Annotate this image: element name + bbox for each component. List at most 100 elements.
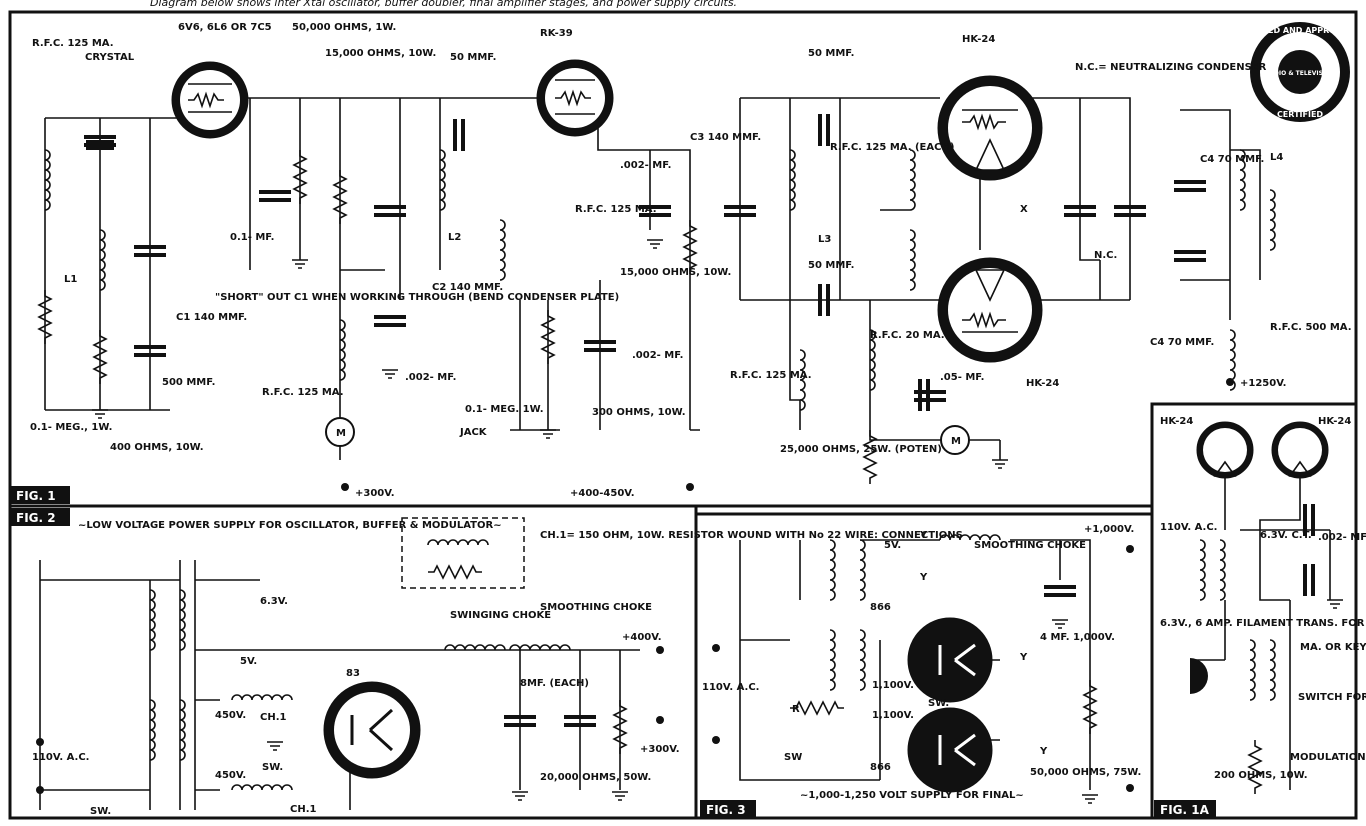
fig3-label-866a: 866 — [870, 602, 891, 613]
label-nc-note: N.C.= NEUTRALIZING CONDENSER — [1075, 62, 1267, 73]
fig2-label-ch1a: CH.1 — [260, 712, 287, 723]
label-rfc-4: R.F.C. 125 MA. — [730, 370, 812, 381]
fig3-label-1100a: 1,100V. — [872, 680, 914, 691]
label-r15k-2: 15,000 OHMS, 10W. — [620, 267, 731, 278]
fig2-schematic: FIG. 2 ~LOW VOLTAGE POWER SUPPLY FOR OSC… — [10, 508, 963, 817]
fig3-label-sw: SW. — [928, 698, 949, 709]
label-rfc-20: R.F.C. 20 MA. — [870, 330, 945, 341]
fig3-label-y4: Y — [1039, 746, 1048, 757]
fig2-label-83: 83 — [346, 668, 360, 679]
label-c50b: 50 MMF. — [808, 48, 854, 59]
fig3-title: ~1,000-1,250 VOLT SUPPLY FOR FINAL~ — [800, 790, 1024, 801]
label-v1250: +1250V. — [1240, 378, 1286, 389]
fig2-tag: FIG. 2 — [16, 511, 56, 525]
fig3-label-r: R — [792, 704, 800, 715]
fig3-label-smoothing: SMOOTHING CHOKE — [974, 540, 1086, 551]
label-c002-b: .002- MF. — [620, 160, 671, 171]
fig1a-label-ct: 6.3V. C.T. — [1260, 530, 1312, 541]
label-hk24-top: HK-24 — [962, 34, 995, 45]
label-c4-top: C4 70 MMF. — [1200, 154, 1264, 165]
fig1-schematic: R.F.C. 125 MA. CRYSTAL 6V6, 6L6 OR 7C5 5… — [10, 22, 1352, 504]
label-rfc-2: R.F.C. 125 MA. — [262, 387, 344, 398]
caption: Diagram below shows inter Xtal oscillato… — [150, 0, 737, 9]
fig3-label-1000v: +1,000V. — [1084, 524, 1134, 535]
fig3-label-ac: 110V. A.C. — [702, 682, 759, 693]
label-jack: JACK — [459, 427, 488, 438]
label-rfc-1: R.F.C. 125 MA. — [32, 38, 114, 49]
fig2-label-sw: SW. — [262, 762, 283, 773]
fig1a-label-r200: 200 OHMS, 10W. — [1214, 770, 1308, 781]
label-pot: 25,000 OHMS, 25W. (POTEN) — [780, 444, 942, 455]
fig2-label-5v: 5V. — [240, 656, 257, 667]
meter-label-2: M — [951, 436, 961, 447]
fig2-label-450a: 450V. — [215, 710, 246, 721]
fig2-label-ac: 110V. A.C. — [32, 752, 89, 763]
fig1a-label-fil: 6.3V., 6 AMP. FILAMENT TRANS. FOR HK-24'… — [1160, 618, 1366, 629]
fig1a-schematic: FIG. 1A HK-24 HK-24 110V. A.C. 6.3V. C.T… — [1154, 416, 1366, 818]
fig3-schematic: FIG. 3 ~1,000-1,250 VOLT SUPPLY FOR FINA… — [700, 524, 1141, 818]
label-c50c: 50 MMF. — [808, 260, 854, 271]
fig2-title: ~LOW VOLTAGE POWER SUPPLY FOR OSCILLATOR… — [78, 520, 502, 531]
label-c1: C1 140 MMF. — [176, 312, 247, 323]
label-rk39: RK-39 — [540, 28, 573, 39]
label-l4: L4 — [1270, 152, 1283, 163]
fig3-label-1100b: 1,100V. — [872, 710, 914, 721]
fig2-label-63v: 6.3V. — [260, 596, 288, 607]
label-nc: N.C. — [1094, 250, 1117, 261]
label-l2: L2 — [448, 232, 461, 243]
fig3-tag: FIG. 3 — [706, 803, 746, 817]
label-c2: C2 140 MMF. — [432, 282, 503, 293]
label-crystal: CRYSTAL — [85, 52, 135, 63]
fig3-label-5v: 5V. — [884, 540, 901, 551]
label-v300: +300V. — [355, 488, 395, 499]
fig3-label-r50k: 50,000 OHMS, 75W. — [1030, 767, 1141, 778]
fig1a-label-switch: SWITCH FOR PHONE-CW. — [1298, 692, 1366, 703]
fig2-ch1-note: CH.1= 150 OHM, 10W. RESISTOR WOUND WITH … — [540, 530, 963, 541]
label-c05: .05- MF. — [940, 372, 984, 383]
label-rfc-each: R.F.C. 125 MA. (EACH) — [830, 142, 954, 153]
label-x: X — [1020, 204, 1028, 215]
label-r50k: 50,000 OHMS, 1W. — [292, 22, 396, 33]
seal-bottom: CERTIFIED — [1277, 110, 1323, 119]
label-c500: 500 MMF. — [162, 377, 215, 388]
label-r15k: 15,000 OHMS, 10W. — [325, 48, 436, 59]
fig2-label-ch1b: CH.1 — [290, 804, 317, 815]
label-r300: 300 OHMS, 10W. — [592, 407, 686, 418]
fig1a-label-hk24a: HK-24 — [1160, 416, 1193, 427]
fig2-label-400v: +400V. — [622, 632, 662, 643]
fig3-label-y2: Y — [919, 572, 928, 583]
fig3-label-y1: Y — [919, 530, 928, 541]
fig1a-label-ac: 110V. A.C. — [1160, 522, 1217, 533]
label-short-out: "SHORT" OUT C1 WHEN WORKING THROUGH (BEN… — [215, 292, 619, 303]
fig3-label-sw2: SW — [784, 752, 802, 763]
label-r400: 400 OHMS, 10W. — [110, 442, 204, 453]
seal-middle: RADIO & TELEVISION — [1265, 70, 1336, 77]
label-l1: L1 — [64, 274, 77, 285]
label-c01: 0.1- MF. — [230, 232, 274, 243]
fig1a-tag: FIG. 1A — [1160, 803, 1210, 817]
fig1a-label-mod: MODULATION TRANS. (SEE TEXT) — [1290, 752, 1366, 763]
fig2-label-swinging: SWINGING CHOKE — [450, 610, 551, 621]
label-c4-bottom: C4 70 MMF. — [1150, 337, 1214, 348]
fig3-label-y3: Y — [1019, 652, 1028, 663]
fig1a-label-c002: .002- MF. (EACH) — [1318, 532, 1366, 543]
label-c50a: 50 MMF. — [450, 52, 496, 63]
label-rfc-500: R.F.C. 500 MA. — [1270, 322, 1352, 333]
fig1a-label-jack: MA. OR KEY JACK — [1300, 642, 1366, 653]
fig2-label-450b: 450V. — [215, 770, 246, 781]
label-hk24-bottom: HK-24 — [1026, 378, 1059, 389]
meter-label-1: M — [336, 428, 346, 439]
fig1a-frame — [1150, 402, 1358, 820]
approval-seal: TESTED AND APPROVED RADIO & TELEVISION C… — [1246, 22, 1355, 122]
fig3-label-4mf: 4 MF. 1,000V. — [1040, 632, 1115, 643]
seal-top: TESTED AND APPROVED — [1246, 26, 1355, 35]
label-c002-c: .002- MF. — [632, 350, 683, 361]
label-l3: L3 — [818, 234, 831, 245]
fig2-label-300v: +300V. — [640, 744, 680, 755]
fig2-label-sw2: SW. — [90, 806, 111, 817]
fig3-label-866b: 866 — [870, 762, 891, 773]
fig1a-label-hk24b: HK-24 — [1318, 416, 1351, 427]
fig2-label-r20k: 20,000 OHMS, 50W. — [540, 772, 651, 783]
